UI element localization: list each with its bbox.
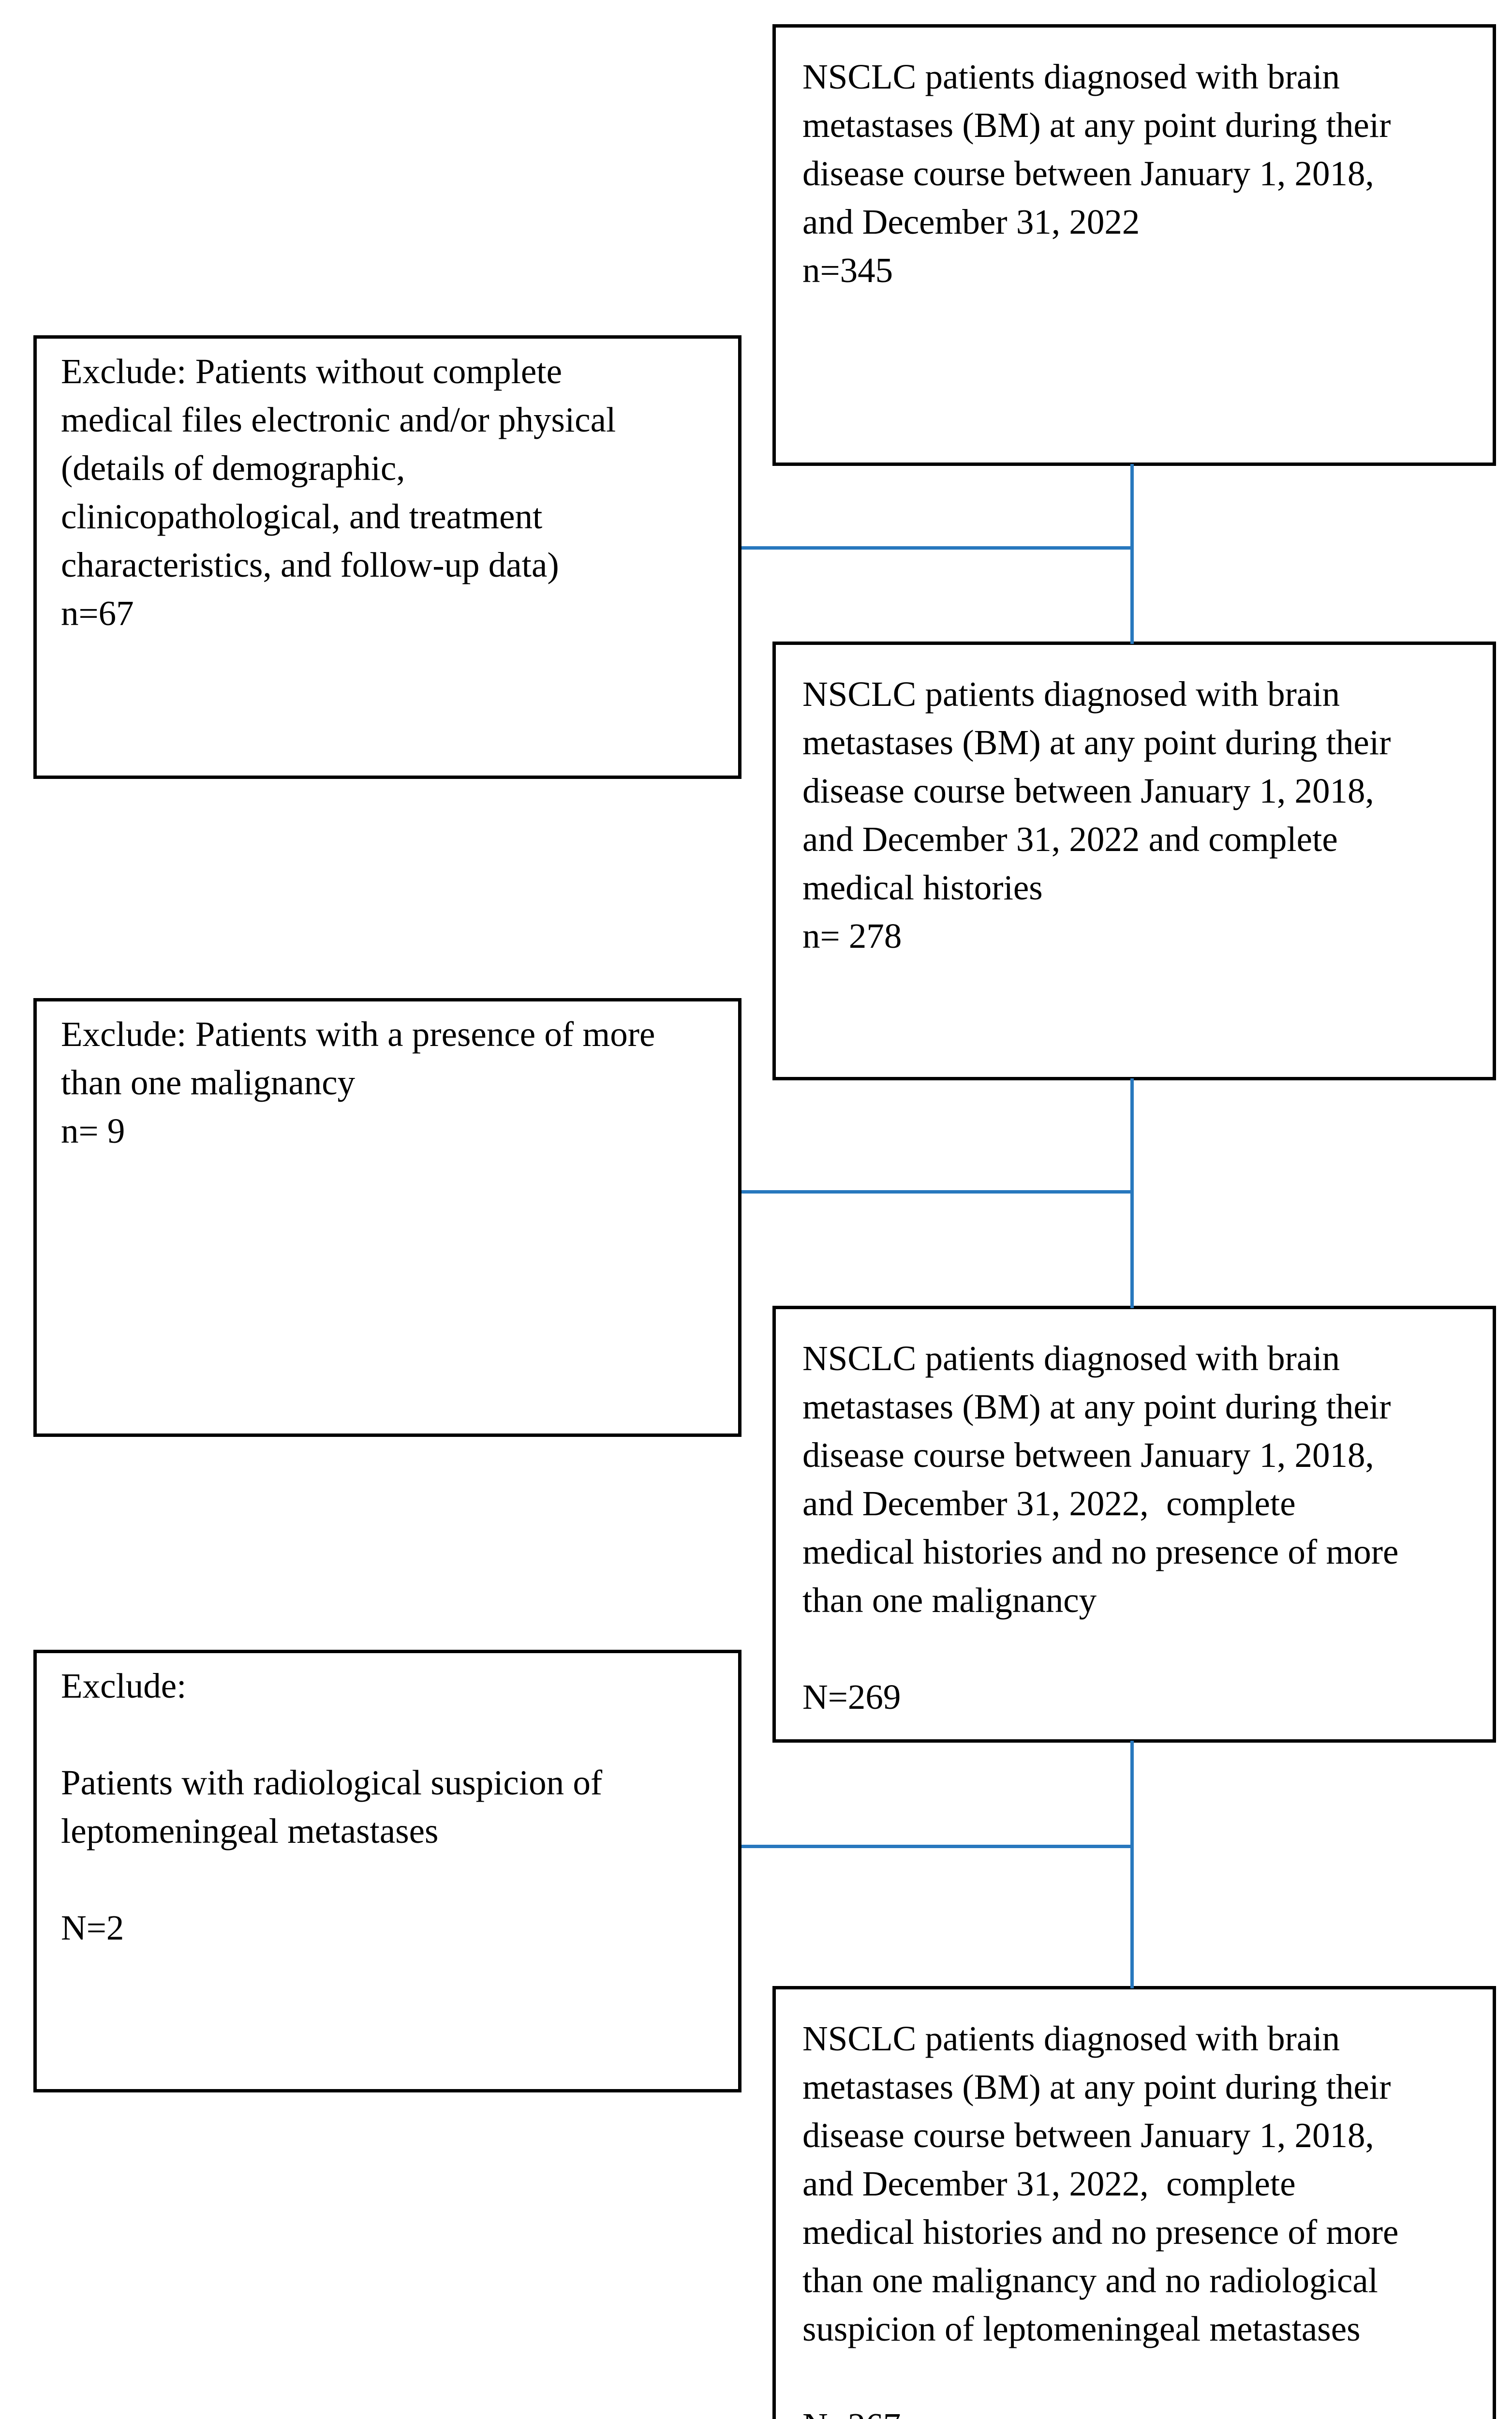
connector-horizontal-exclude-multiple-malignancy [741, 1190, 1134, 1194]
connector-horizontal-exclude-leptomeningeal [741, 1845, 1134, 1848]
connector-vertical-single-malignancy-to-final [1130, 1741, 1134, 1988]
exclude-box-multiple-malignancy: Exclude: Patients with a presence of mor… [33, 998, 741, 1437]
exclude-box-incomplete-files: Exclude: Patients without complete medic… [33, 335, 741, 779]
flow-box-single-malignancy: NSCLC patients diagnosed with brain meta… [772, 1306, 1496, 1743]
exclude-box-leptomeningeal: Exclude: Patients with radiological susp… [33, 1650, 741, 2092]
connector-horizontal-exclude-incomplete-files [741, 546, 1134, 550]
flow-box-complete-histories: NSCLC patients diagnosed with brain meta… [772, 642, 1496, 1080]
flow-box-final-cohort: NSCLC patients diagnosed with brain meta… [772, 1986, 1496, 2419]
connector-vertical-initial-to-complete-files [1130, 464, 1134, 644]
flow-box-initial-cohort: NSCLC patients diagnosed with brain meta… [772, 24, 1496, 466]
